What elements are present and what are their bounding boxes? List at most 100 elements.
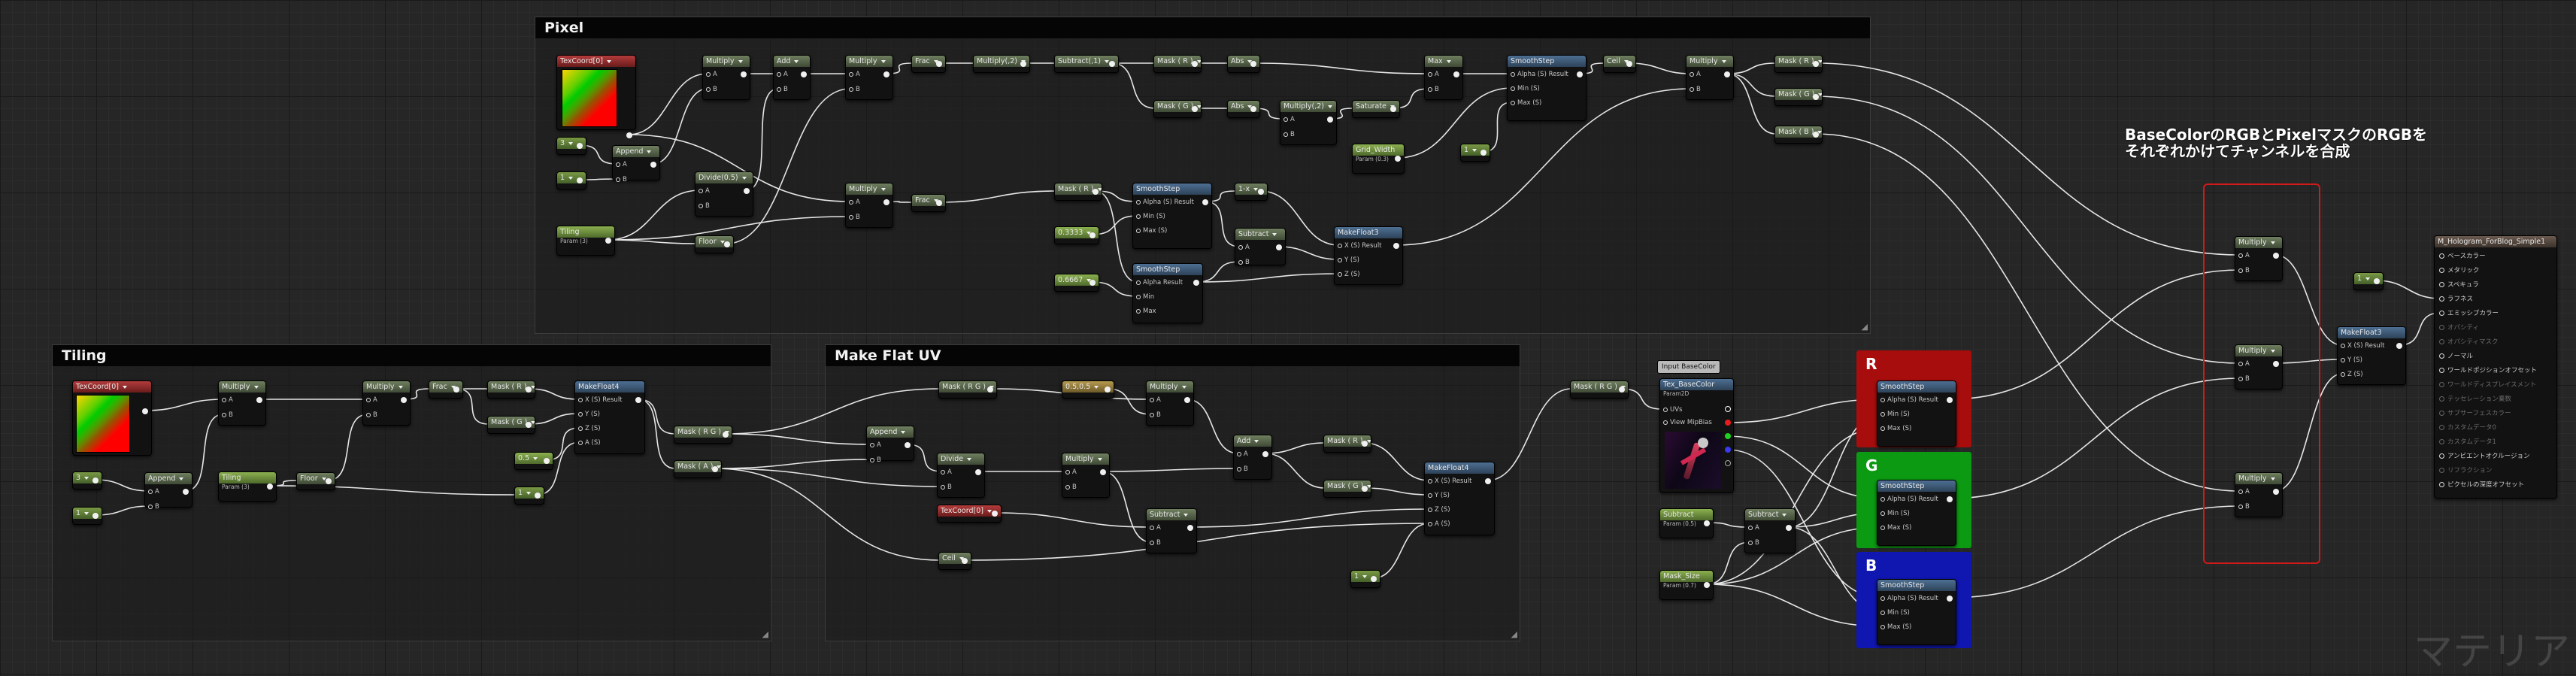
- chevron-down-icon[interactable]: [1253, 187, 1259, 191]
- pix-saturate-node[interactable]: Saturate: [1352, 100, 1400, 118]
- pin-dot[interactable]: [616, 162, 620, 167]
- input-pin[interactable]: A: [849, 71, 860, 78]
- pin-dot[interactable]: [1880, 397, 1885, 402]
- pin-dot[interactable]: [706, 86, 711, 92]
- output-pin[interactable]: [535, 493, 541, 499]
- output-pin[interactable]: [2273, 253, 2279, 259]
- material-result-node[interactable]: M_Hologram_ForBlog_Simple1 ベースカラーメタリックスペ…: [2434, 235, 2557, 499]
- input-pin[interactable]: A: [222, 396, 233, 404]
- input-pin[interactable]: B: [849, 214, 860, 221]
- pin-dot[interactable]: [2439, 253, 2444, 259]
- chevron-down-icon[interactable]: [1247, 105, 1253, 108]
- input-pin[interactable]: Max (S): [1511, 99, 1541, 107]
- chevron-down-icon[interactable]: [1272, 232, 1277, 236]
- pix-mask-r1-node[interactable]: Mask ( R ): [1153, 55, 1202, 73]
- input-pin[interactable]: Min (S): [1880, 510, 1910, 517]
- chevron-down-icon[interactable]: [1623, 59, 1629, 63]
- chevron-down-icon[interactable]: [1367, 484, 1371, 488]
- output-pin[interactable]: [723, 432, 729, 438]
- pin-dot[interactable]: [1511, 100, 1515, 105]
- chevron-down-icon[interactable]: [1818, 92, 1822, 96]
- chevron-down-icon[interactable]: [1362, 574, 1368, 578]
- pix-texcoord-node[interactable]: TexCoord[0]: [556, 55, 636, 138]
- texture-rgb-pin[interactable]: [1725, 406, 1731, 412]
- input-pin[interactable]: B: [1238, 259, 1250, 266]
- til-const1b-node[interactable]: 1: [514, 487, 544, 505]
- input-pin[interactable]: Z (S): [1338, 271, 1360, 278]
- pin-dot[interactable]: [1880, 525, 1885, 530]
- chevron-down-icon[interactable]: [1197, 105, 1201, 108]
- result-pin[interactable]: ワールドディスプレイスメント: [2439, 381, 2536, 389]
- input-pin[interactable]: A: [941, 468, 952, 476]
- til-const3-node[interactable]: 3: [72, 471, 102, 490]
- output-pin[interactable]: [962, 558, 968, 564]
- output-pin[interactable]: [712, 466, 718, 472]
- pin-dot[interactable]: [849, 71, 853, 77]
- pin-dot[interactable]: [1428, 493, 1432, 498]
- input-pin[interactable]: B: [2238, 267, 2250, 274]
- chevron-down-icon[interactable]: [959, 556, 964, 560]
- til-frac-node[interactable]: Frac: [429, 380, 463, 399]
- pin-dot[interactable]: [1150, 397, 1154, 402]
- input-pin[interactable]: A: [148, 488, 159, 496]
- pin-dot[interactable]: [849, 199, 853, 205]
- pin-dot[interactable]: [1338, 243, 1342, 248]
- output-pin[interactable]: [401, 397, 407, 403]
- output-pin[interactable]: [1093, 189, 1099, 195]
- texture-b-pin[interactable]: [1725, 447, 1731, 453]
- result-pin[interactable]: オパシティ: [2439, 324, 2479, 332]
- chevron-down-icon[interactable]: [1104, 59, 1109, 63]
- pin-dot[interactable]: [1136, 214, 1141, 219]
- input-pin[interactable]: A: [1150, 396, 1161, 404]
- pin-dot[interactable]: [777, 86, 781, 92]
- chevron-down-icon[interactable]: [647, 150, 652, 153]
- pin-dot[interactable]: [148, 489, 153, 494]
- chevron-down-icon[interactable]: [901, 430, 906, 434]
- output-pin[interactable]: [1626, 61, 1632, 67]
- pix-mask-r2-node[interactable]: Mask ( R ): [1054, 183, 1102, 201]
- chevron-down-icon[interactable]: [986, 509, 992, 513]
- input-pin[interactable]: Max: [1136, 308, 1156, 315]
- pin-dot[interactable]: [2341, 343, 2345, 348]
- input-pin[interactable]: Alpha (S) Result: [1880, 496, 1938, 503]
- pix-const3-node[interactable]: 3: [556, 137, 586, 155]
- pin-dot[interactable]: [1880, 496, 1885, 502]
- result-pin[interactable]: カスタムデータ0: [2439, 424, 2496, 432]
- pix-c3333-node[interactable]: 0.3333: [1054, 226, 1099, 244]
- output-pin[interactable]: [577, 143, 583, 149]
- chevron-down-icon[interactable]: [530, 385, 535, 389]
- pix-mask-g1-node[interactable]: Mask ( G ): [1153, 100, 1202, 118]
- chevron-down-icon[interactable]: [606, 59, 611, 63]
- output-pin[interactable]: [626, 132, 632, 138]
- pin-dot[interactable]: [1880, 426, 1885, 431]
- pin-dot[interactable]: [2238, 489, 2243, 494]
- input-pin[interactable]: A: [2238, 488, 2250, 496]
- chevron-down-icon[interactable]: [568, 141, 574, 145]
- output-pin[interactable]: [1020, 61, 1026, 67]
- input-pin[interactable]: Alpha (S) Result: [1511, 71, 1568, 78]
- output-pin[interactable]: [744, 188, 750, 194]
- output-pin[interactable]: [650, 162, 656, 168]
- output-pin[interactable]: [1947, 596, 1953, 602]
- chevron-down-icon[interactable]: [526, 491, 532, 495]
- texture-r-pin[interactable]: [1725, 420, 1731, 426]
- output-pin[interactable]: [326, 478, 332, 484]
- input-pin[interactable]: X (S) Result: [578, 396, 623, 404]
- pin-dot[interactable]: [2238, 376, 2243, 381]
- mf-mask-r-node[interactable]: Mask ( R ): [1323, 435, 1371, 453]
- pix-floor-node[interactable]: Floor: [695, 235, 734, 253]
- input-pin[interactable]: Max (S): [1880, 425, 1911, 432]
- pin-dot[interactable]: [1428, 521, 1432, 526]
- pin-dot[interactable]: [699, 188, 703, 193]
- output-pin[interactable]: [1362, 486, 1368, 492]
- pix-abs2-node[interactable]: Abs: [1227, 100, 1260, 118]
- output-pin[interactable]: [2374, 278, 2380, 284]
